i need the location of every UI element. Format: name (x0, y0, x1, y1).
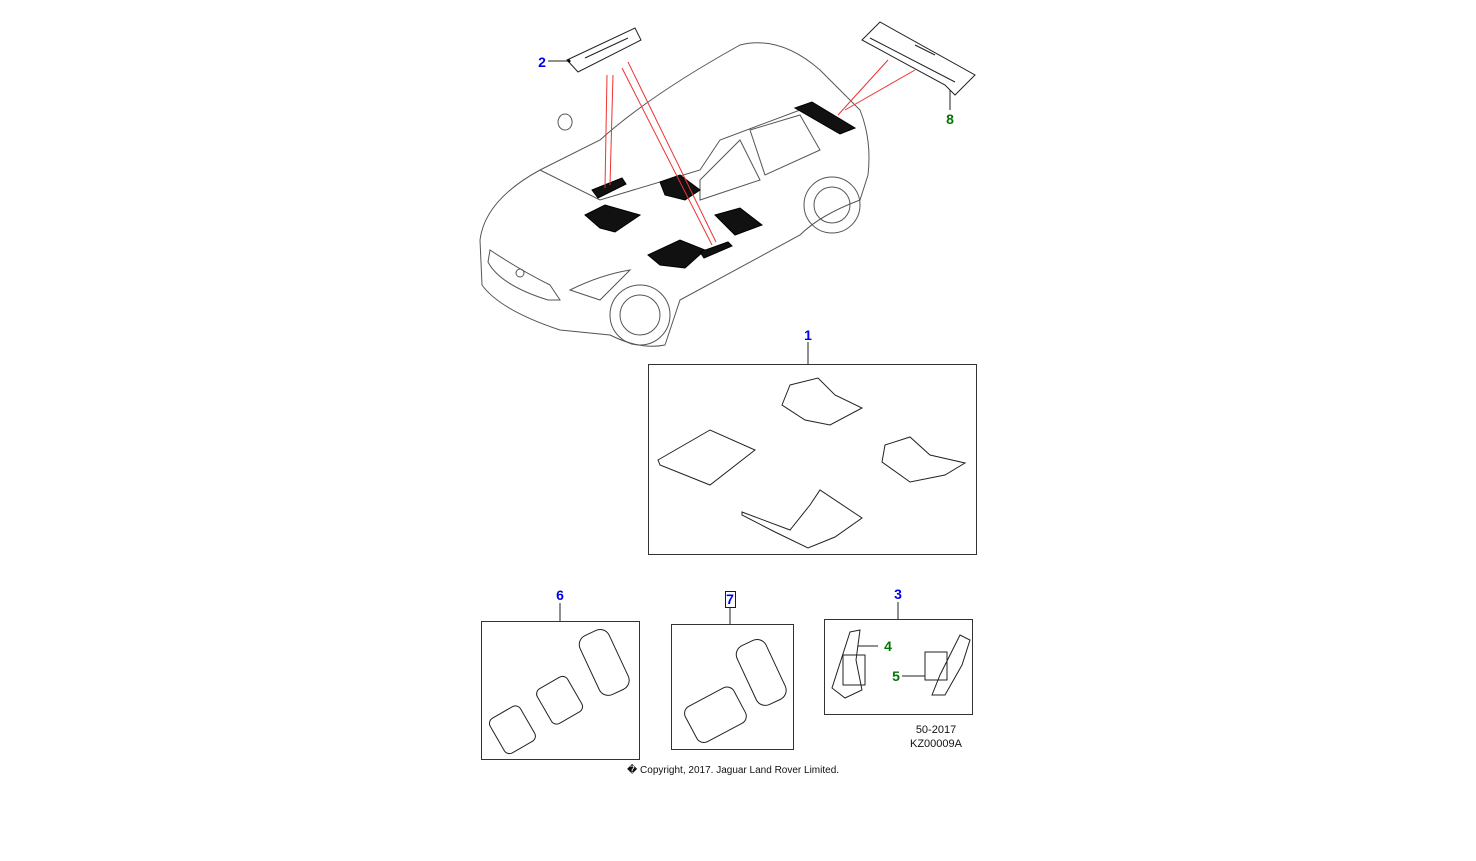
selected-callout-frame (725, 591, 736, 608)
callout-6[interactable]: 6 (556, 587, 564, 603)
leader-lines (604, 59, 916, 246)
paddle-shifters (831, 629, 971, 699)
callout-2[interactable]: 2 (538, 54, 546, 70)
callout-3[interactable]: 3 (894, 586, 902, 602)
callout-4[interactable]: 4 (884, 638, 892, 654)
copyright-notice: � Copyright, 2017. Jaguar Land Rover Lim… (627, 763, 839, 776)
pedal-covers-manual-box (481, 621, 640, 760)
pedal-covers-automatic-box (671, 624, 794, 750)
paddle-shifters-box (824, 619, 973, 715)
callout-7[interactable]: 7 (726, 591, 734, 607)
illustration-code: KZ00009A (910, 738, 963, 750)
pedal-covers-automatic (684, 639, 787, 744)
vehicle-illustration (479, 42, 870, 347)
rear-scuff-plate-part (861, 21, 976, 110)
callout-1[interactable]: 1 (804, 327, 812, 343)
pedal-covers-manual (488, 629, 630, 755)
floor-mats-box (648, 364, 977, 555)
sill-plate-part (548, 27, 642, 73)
date-code: 50-2017 (916, 724, 956, 736)
callout-8[interactable]: 8 (946, 111, 954, 127)
callout-5[interactable]: 5 (892, 668, 900, 684)
floor-mats-set (657, 377, 967, 549)
